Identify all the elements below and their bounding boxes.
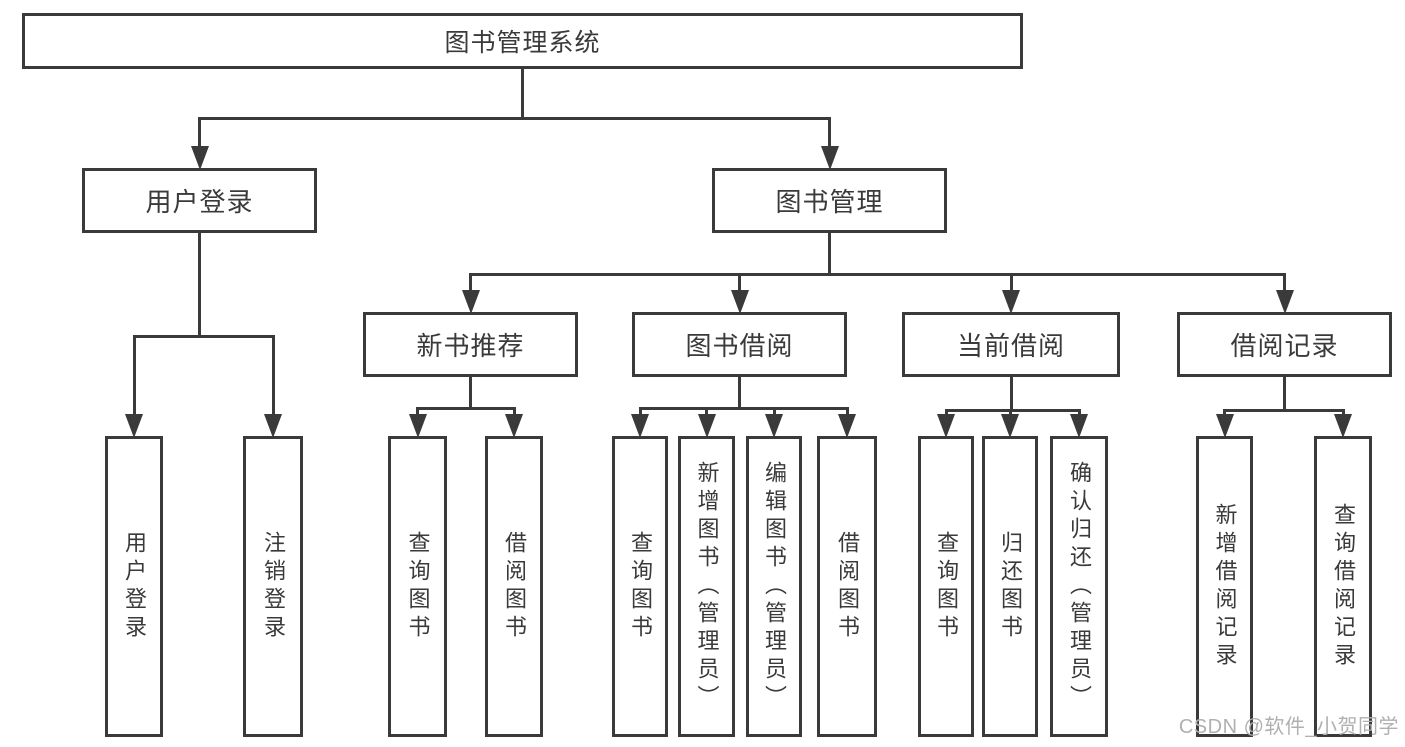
node-cb-return: 归还图书	[982, 436, 1038, 737]
connector-line	[132, 335, 275, 338]
arrow-head	[838, 414, 856, 438]
connector-line	[638, 407, 849, 410]
node-ul-login: 用户登录	[105, 436, 163, 737]
connector-line	[705, 407, 708, 420]
node-new-book-label: 新书推荐	[416, 331, 525, 361]
arrow-head	[820, 146, 839, 170]
arrow-head	[697, 414, 716, 438]
connector-line	[738, 273, 741, 296]
arrow-head	[125, 414, 143, 438]
node-root-label: 图书管理系统	[444, 29, 601, 57]
arrow-head	[1215, 414, 1234, 438]
node-book-borrow: 图书借阅	[632, 312, 847, 377]
node-nb-query-label: 查询图书	[405, 530, 431, 643]
node-user-login-label: 用户登录	[145, 187, 254, 217]
node-br-query: 查询借阅记录	[1314, 436, 1372, 737]
connector-line	[416, 407, 419, 420]
node-bb-add-label: 新增图书（管理员）	[694, 460, 720, 713]
node-book-mgmt-label: 图书管理	[775, 187, 884, 217]
arrow-head	[264, 414, 282, 438]
connector-line	[416, 407, 516, 410]
node-cb-return-label: 归还图书	[998, 530, 1023, 643]
connector-line	[469, 273, 472, 296]
node-ul-login-label: 用户登录	[122, 530, 147, 643]
connector-line	[512, 407, 516, 420]
arrow-head	[937, 414, 955, 438]
node-cb-confirm: 确认归还（管理员）	[1050, 436, 1108, 737]
connector-line	[828, 232, 831, 276]
arrow-head	[1275, 290, 1294, 314]
node-bb-query-label: 查询图书	[628, 530, 653, 643]
node-br-query-label: 查询借阅记录	[1331, 502, 1356, 671]
node-borrow-records-label: 借阅记录	[1230, 331, 1339, 361]
arrow-head	[1334, 414, 1352, 438]
node-current-borrow: 当前借阅	[902, 312, 1120, 377]
node-cb-confirm-label: 确认归还（管理员）	[1067, 460, 1092, 713]
arrow-head	[631, 414, 649, 438]
arrow-head	[1070, 414, 1088, 438]
connector-line	[1223, 409, 1345, 412]
connector-line	[132, 335, 136, 420]
node-current-borrow-label: 当前借阅	[956, 331, 1065, 361]
node-nb-borrow: 借阅图书	[485, 436, 543, 737]
arrow-head	[190, 146, 209, 170]
connector-line	[521, 68, 524, 120]
arrow-head	[505, 414, 523, 438]
node-cb-query: 查询图书	[918, 436, 974, 737]
node-nb-borrow-label: 借阅图书	[502, 530, 527, 643]
connector-line	[845, 407, 849, 420]
connector-line	[469, 376, 472, 410]
connector-line	[1283, 273, 1286, 296]
connector-line	[198, 117, 201, 152]
node-cb-query-label: 查询图书	[934, 530, 959, 643]
node-br-add: 新增借阅记录	[1196, 436, 1253, 737]
node-bb-edit-label: 编辑图书（管理员）	[762, 460, 787, 713]
connector-line	[1283, 376, 1286, 412]
node-bb-borrow-label: 借阅图书	[835, 530, 860, 643]
connector-line	[198, 232, 201, 338]
connector-line	[772, 407, 776, 420]
connector-line	[944, 409, 1081, 412]
connector-line	[828, 117, 831, 152]
node-ul-logout: 注销登录	[243, 436, 303, 737]
node-new-book: 新书推荐	[363, 312, 578, 377]
connector-line	[469, 273, 1286, 276]
node-bb-query: 查询图书	[612, 436, 668, 737]
watermark: CSDN @软件_小贺同学	[1178, 716, 1399, 738]
connector-line	[1009, 273, 1013, 296]
node-book-mgmt: 图书管理	[712, 168, 947, 233]
node-bb-borrow: 借阅图书	[817, 436, 877, 737]
node-user-login: 用户登录	[82, 168, 317, 233]
node-ul-logout-label: 注销登录	[261, 530, 286, 643]
connector-line	[1009, 376, 1013, 412]
node-root: 图书管理系统	[22, 13, 1023, 69]
arrow-head	[408, 414, 427, 438]
connector-line	[271, 335, 275, 420]
node-nb-query: 查询图书	[388, 436, 447, 737]
node-br-add-label: 新增借阅记录	[1212, 502, 1238, 671]
arrow-head	[730, 290, 749, 314]
connector-line	[738, 376, 741, 410]
node-book-borrow-label: 图书借阅	[685, 331, 794, 361]
arrow-head	[765, 414, 783, 438]
arrow-head	[1001, 414, 1019, 438]
connector-line	[198, 117, 831, 120]
node-bb-edit: 编辑图书（管理员）	[746, 436, 802, 737]
node-bb-add: 新增图书（管理员）	[678, 436, 735, 737]
connector-line	[638, 407, 642, 420]
arrow-head	[461, 290, 480, 314]
node-borrow-records: 借阅记录	[1177, 312, 1392, 377]
arrow-head	[1002, 290, 1020, 314]
